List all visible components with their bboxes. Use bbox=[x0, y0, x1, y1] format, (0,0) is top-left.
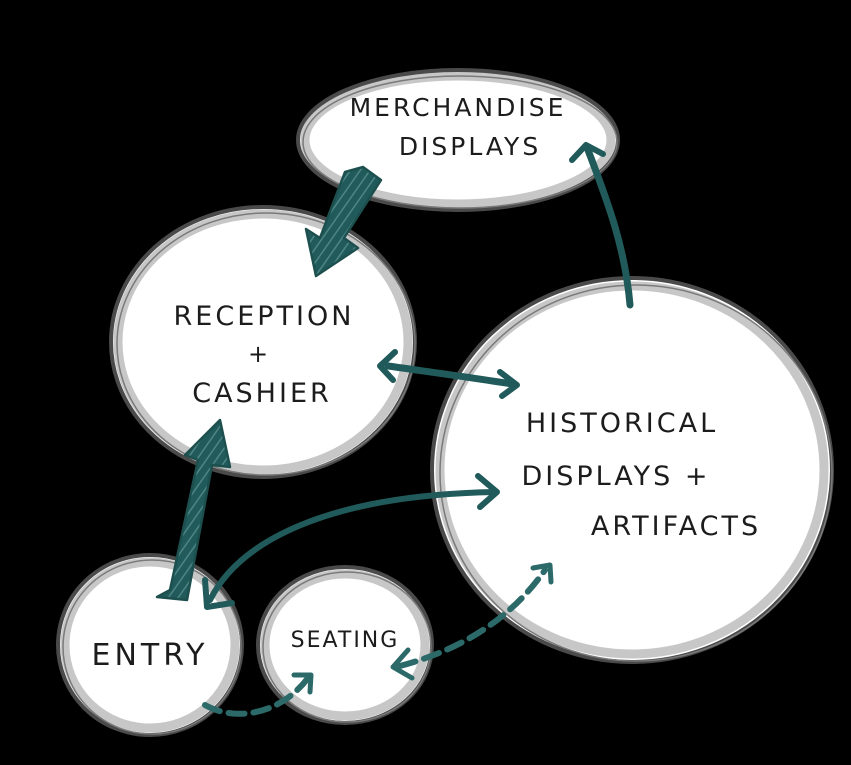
node-seating-line1: Seating bbox=[291, 628, 400, 653]
node-historical-line1: Historical bbox=[526, 408, 718, 439]
node-historical-line3: Artifacts bbox=[591, 511, 761, 542]
arrow-merchandise-to-reception bbox=[304, 165, 383, 278]
arrow-seating-historical bbox=[390, 562, 554, 681]
node-reception-cashier[interactable]: Reception + Cashier bbox=[109, 205, 417, 479]
node-merchandise-line1: Merchandise bbox=[350, 93, 567, 122]
node-merchandise-line2: Displays bbox=[399, 132, 541, 161]
node-historical-line2: Displays + bbox=[521, 461, 710, 492]
arrow-historical-to-merchandise bbox=[569, 142, 634, 309]
arrow-entry-to-reception bbox=[155, 418, 232, 602]
node-reception-line2: + bbox=[248, 340, 268, 368]
node-reception-line3: Cashier bbox=[192, 378, 332, 409]
node-historical-displays[interactable]: Historical Displays + Artifacts bbox=[430, 276, 834, 664]
node-entry[interactable]: Entry bbox=[56, 553, 244, 737]
arrow-entry-to-seating bbox=[202, 672, 314, 717]
node-merchandise-displays[interactable]: Merchandise Displays bbox=[296, 68, 620, 212]
arrow-reception-historical bbox=[377, 349, 520, 399]
node-reception-line1: Reception bbox=[174, 301, 355, 332]
node-entry-line1: Entry bbox=[92, 638, 209, 673]
arrow-entry-historical bbox=[202, 473, 500, 610]
